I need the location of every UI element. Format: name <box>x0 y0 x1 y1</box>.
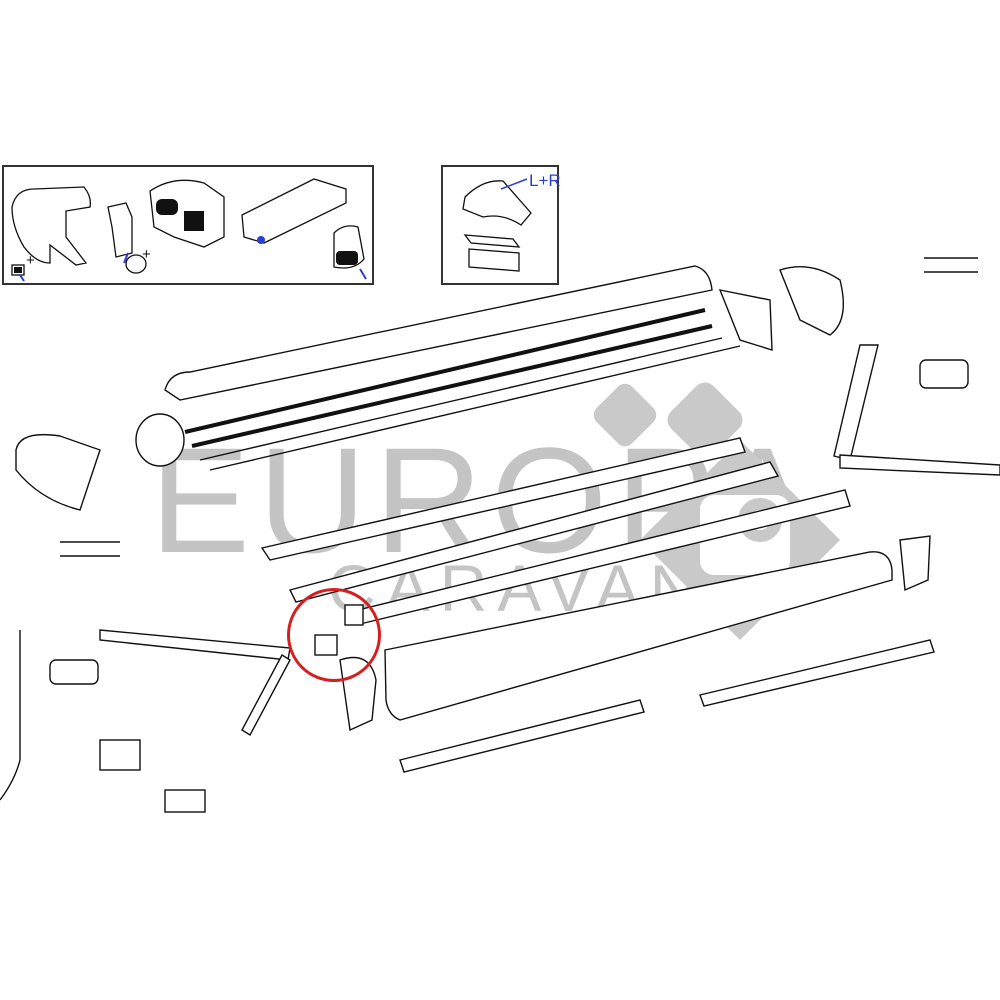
inset-end-cap-kit: L+R <box>441 165 561 285</box>
highlight-circle <box>287 588 381 682</box>
inset-motor-kit: + + <box>2 165 374 285</box>
lr-label: L+R <box>529 171 561 190</box>
plus-mark: + <box>26 252 35 269</box>
plus-mark-2: + <box>142 246 151 263</box>
